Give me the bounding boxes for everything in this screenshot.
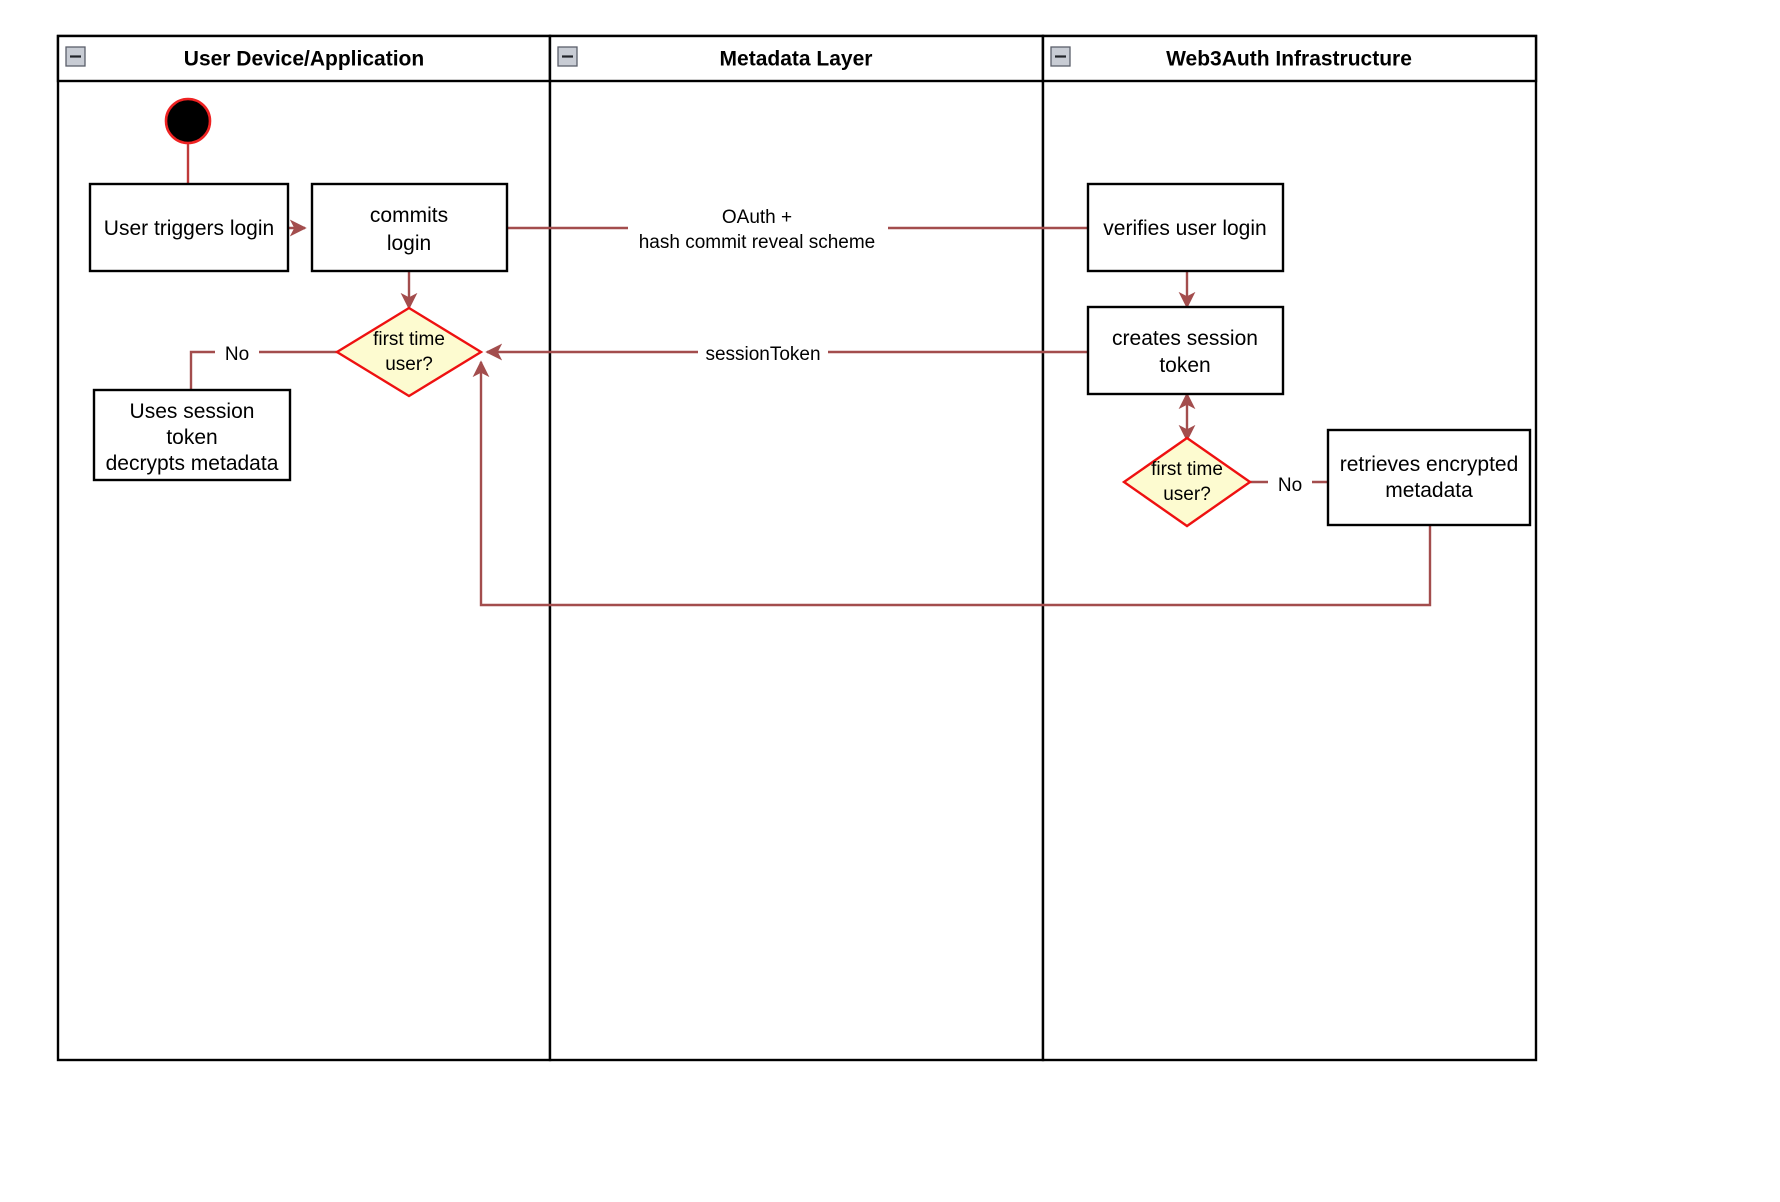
lane-header-metadata-layer — [548, 34, 1045, 83]
edge-label-oauth-line-2: hash commit reveal scheme — [639, 232, 876, 253]
action-label-line-2: metadata — [1385, 479, 1473, 502]
edge-label-backdrop-oauth — [628, 202, 888, 254]
action-label-line-1: retrieves encrypted — [1340, 453, 1519, 476]
action-verifies-user-login[interactable]: verifies user login — [1086, 182, 1285, 273]
edge-label-no-right: No — [1278, 475, 1302, 496]
lane-title-metadata-layer: Metadata Layer — [720, 48, 873, 71]
lane-header-user-device — [56, 34, 552, 83]
lane-title-web3auth-infrastructure: Web3Auth Infrastructure — [1166, 48, 1412, 71]
initial-node[interactable] — [164, 97, 212, 145]
edge-label-oauth-line-1: OAuth + — [722, 207, 792, 228]
action-user-triggers-login[interactable]: User triggers login — [88, 182, 290, 273]
action-label: verifies user login — [1103, 217, 1266, 240]
swimlane-metadata-layer[interactable]: Metadata Layer — [548, 34, 1045, 1062]
lane-title-user-device: User Device/Application — [184, 48, 424, 71]
decision-first-time-user-right[interactable]: first time user? — [1121, 436, 1253, 528]
action-creates-session-token[interactable]: creates session token — [1086, 305, 1285, 396]
action-label: User triggers login — [104, 217, 274, 240]
edge-label-backdrop-session-token — [698, 340, 828, 366]
action-label-line-1: creates session — [1112, 327, 1258, 350]
decision-label-line-1: first time — [1151, 459, 1223, 480]
action-label-line-2: login — [387, 232, 431, 255]
action-label-line-2: token — [1159, 354, 1210, 377]
edge-label-session-token: sessionToken — [705, 344, 820, 365]
lane-body-metadata-layer — [548, 34, 1045, 1062]
lane-header-web3auth-infrastructure — [1041, 34, 1538, 83]
action-retrieves-encrypted-metadata[interactable]: retrieves encrypted metadata — [1326, 428, 1532, 527]
edge-label-no-left: No — [225, 344, 249, 365]
edge-label-backdrop-no-left — [215, 340, 259, 365]
decision-label-line-2: user? — [385, 354, 433, 375]
collapse-minus-icon[interactable] — [65, 46, 86, 67]
action-label-line-3: decrypts metadata — [106, 452, 279, 475]
action-label-line-1: Uses session — [130, 400, 255, 423]
edge-labels: OAuth + hash commit reveal scheme sessio… — [215, 202, 1312, 496]
action-label-line-2: token — [166, 426, 217, 449]
edge-first-time-user-left-no-to-uses-session-token — [189, 350, 345, 390]
action-commits-login[interactable]: commits login — [310, 182, 509, 273]
collapse-minus-icon[interactable] — [1050, 46, 1071, 67]
action-uses-session-token[interactable]: Uses session token decrypts metadata — [92, 388, 292, 482]
activity-nodes: User triggers login commits login first … — [88, 97, 1532, 528]
decision-label-line-2: user? — [1163, 484, 1211, 505]
edge-retrieves-encrypted-metadata-return — [472, 360, 1432, 607]
collapse-minus-icon[interactable] — [557, 46, 578, 67]
decision-label-line-1: first time — [373, 329, 445, 350]
edge-label-backdrop-no-right — [1268, 471, 1312, 496]
action-label-line-1: commits — [370, 204, 448, 227]
decision-first-time-user-left[interactable]: first time user? — [334, 306, 484, 398]
